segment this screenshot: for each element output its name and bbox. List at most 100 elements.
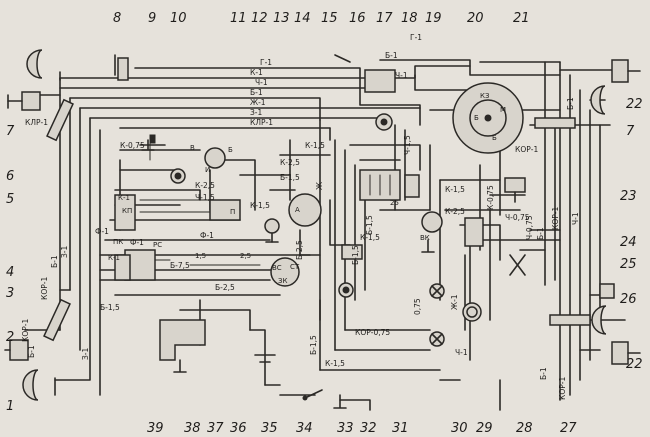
callout-7-right: 7 bbox=[626, 124, 635, 139]
callout-25: 25 bbox=[620, 257, 637, 272]
callout-17: 17 bbox=[376, 11, 393, 26]
lamp-28 bbox=[462, 302, 482, 322]
terminal-strip-right bbox=[534, 117, 591, 326]
horn-right-bottom bbox=[611, 341, 641, 365]
callout-12: 12 bbox=[251, 11, 268, 26]
terminal-label: А bbox=[295, 206, 300, 214]
terminal-label: 1,5 bbox=[195, 252, 206, 260]
generator-14 bbox=[288, 193, 322, 227]
callout-13: 13 bbox=[273, 11, 290, 26]
callout-11: 11 bbox=[230, 11, 247, 26]
wire-label: Б-1 bbox=[50, 255, 59, 268]
sensor-23 bbox=[504, 177, 526, 203]
fuse-32 bbox=[341, 244, 363, 260]
lamp-25 bbox=[599, 283, 615, 299]
wire-label: Ч-1,5 bbox=[195, 193, 215, 202]
wire-label: Ф-1 bbox=[200, 231, 214, 240]
terminal-label: ПК bbox=[113, 238, 123, 246]
headlamp-left-top bbox=[26, 49, 43, 79]
wire-label: К-0,75 bbox=[120, 141, 145, 150]
lamp-10 bbox=[170, 168, 186, 184]
callout-33: 33 bbox=[337, 421, 354, 436]
headlamp-right-bottom bbox=[591, 305, 607, 335]
terminal-label: П bbox=[230, 208, 235, 216]
terminal-label: В bbox=[190, 144, 195, 152]
wire-label: 0,75 bbox=[413, 298, 422, 315]
callout-16: 16 bbox=[349, 11, 366, 26]
callout-38: 38 bbox=[184, 421, 201, 436]
terminal-label: КП bbox=[122, 207, 132, 215]
gauge-11 bbox=[204, 147, 226, 169]
callout-20: 20 bbox=[467, 11, 484, 26]
callout-numbers: 1 2 3 4 5 6 7 8 9 10 11 12 13 14 15 16 1… bbox=[6, 11, 643, 436]
wire-label: К-1,5 bbox=[305, 141, 325, 150]
terminal-label: Б bbox=[474, 114, 479, 122]
terminal-label: КЗ bbox=[480, 92, 490, 100]
wire-label: Б-1,5 bbox=[351, 245, 360, 265]
wire-label: Г-1 bbox=[260, 58, 272, 67]
terminal-labels: В Б И А ВС СТ ЗК РС ПК Б М Б КЗ П КП ВК … bbox=[108, 92, 506, 285]
callout-34: 34 bbox=[296, 421, 313, 436]
relay-3 bbox=[114, 254, 131, 281]
starter-relay-29 bbox=[421, 211, 443, 233]
callout-4: 4 bbox=[6, 265, 14, 280]
callout-29: 29 bbox=[476, 421, 493, 436]
terminal-label: К-1 bbox=[118, 194, 130, 202]
wire-label: Ч-1 bbox=[455, 348, 468, 357]
wire-label: КЛР-1 bbox=[25, 118, 48, 127]
callout-22-right: 22 bbox=[626, 357, 643, 372]
lamp-31 bbox=[429, 331, 445, 347]
callout-18: 18 bbox=[401, 11, 418, 26]
wire-label: Б-1 bbox=[385, 51, 398, 60]
wire-label: К-2,5 bbox=[280, 158, 300, 167]
wire-label: Ф-1 bbox=[95, 227, 109, 236]
wire-label: Б-2,5 bbox=[295, 240, 304, 260]
wire-label: Б-1 bbox=[566, 97, 575, 110]
wiring-harness bbox=[24, 59, 626, 411]
callout-21: 21 bbox=[513, 11, 530, 26]
callout-15: 15 bbox=[321, 11, 338, 26]
terminal-label: ВС bbox=[272, 264, 282, 272]
wire-label: Г-1 bbox=[410, 33, 422, 42]
callout-27: 27 bbox=[560, 421, 577, 436]
callout-9: 9 bbox=[148, 11, 156, 26]
callout-39: 39 bbox=[147, 421, 164, 436]
wire-label: Ж-1 bbox=[450, 294, 459, 310]
terminal-label: И bbox=[205, 166, 210, 174]
terminal-label: Б bbox=[492, 134, 497, 142]
terminal-label: К-1 bbox=[108, 254, 120, 262]
side-lamp-left-top bbox=[7, 91, 41, 111]
wire-label: К-1,5 bbox=[360, 233, 380, 242]
wire-label: КОР-1 bbox=[40, 277, 49, 300]
headlamp-left-bottom bbox=[22, 369, 56, 401]
wire-label: КОР-1 bbox=[515, 145, 538, 154]
side-lamp-left bbox=[4, 339, 29, 361]
terminal-label: ЗК bbox=[278, 277, 287, 285]
wire-label: Б-1 bbox=[536, 227, 545, 240]
wire-label: Б-1 bbox=[27, 345, 36, 358]
switch-15 bbox=[334, 54, 351, 63]
relay-27 bbox=[464, 217, 484, 247]
callout-8: 8 bbox=[113, 11, 121, 26]
starter-37 bbox=[270, 257, 300, 287]
callout-24: 24 bbox=[620, 235, 637, 250]
wire-label: К-2,5 bbox=[195, 181, 215, 190]
wire-label: Б-1 bbox=[250, 88, 263, 97]
callout-3: 3 bbox=[6, 286, 14, 301]
wire-label: Б-2,5 bbox=[215, 283, 235, 292]
wire-label: Б-1 bbox=[539, 367, 548, 380]
wire-label: Ч-1,5 bbox=[403, 135, 412, 155]
wire-label: Б-1,5 bbox=[100, 303, 120, 312]
callout-19: 19 bbox=[425, 11, 442, 26]
battery-36 bbox=[254, 354, 276, 363]
wire-label: К-1,5 bbox=[445, 185, 465, 194]
wire-label: З-1 bbox=[250, 108, 263, 117]
wire-label: КОР-1 bbox=[21, 319, 30, 342]
fuse-block bbox=[359, 169, 420, 201]
fan-24 bbox=[509, 254, 526, 276]
sensor-13 bbox=[264, 218, 280, 243]
callout-22: 22 bbox=[626, 97, 643, 112]
terminal-label: 25 bbox=[390, 199, 399, 207]
callout-35: 35 bbox=[261, 421, 278, 436]
wire-label: Ч-0,75 bbox=[505, 213, 530, 222]
